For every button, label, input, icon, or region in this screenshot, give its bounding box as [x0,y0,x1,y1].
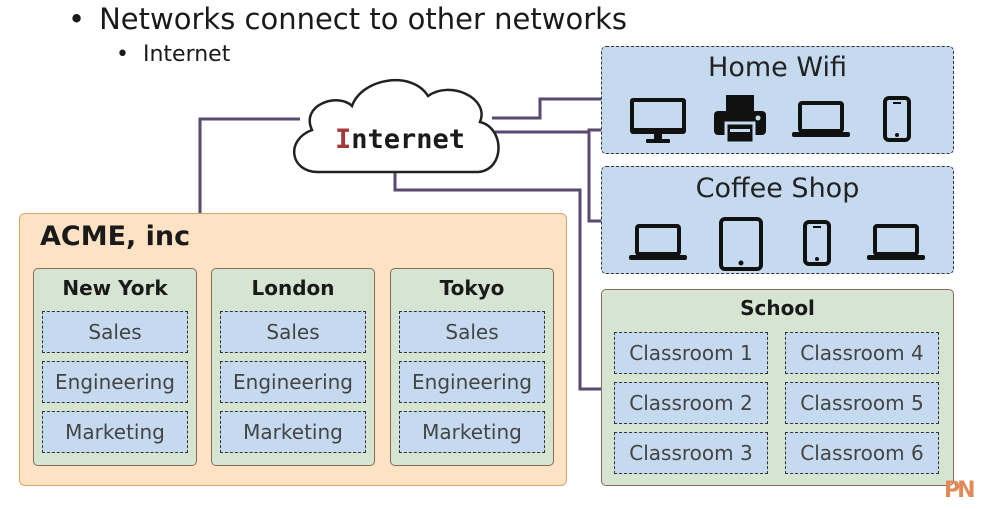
wire-coffee-shop [495,130,601,223]
wire-school [393,170,601,391]
office-title-london: London [251,276,335,300]
smartphone-icon [803,220,831,266]
home-wifi-title: Home Wifi [708,52,847,83]
internet-label-first: I [334,124,352,155]
classroom: Classroom 2 [614,382,768,424]
printer-icon [714,95,766,145]
laptop-icon [792,101,850,137]
dept-marketing: Marketing [399,411,545,453]
bullet-main-text: Networks connect to other networks [99,2,628,36]
smartphone-icon [883,96,911,142]
bullet-marker: • [68,2,86,36]
school-title: School [740,296,815,320]
dept-sales: Sales [399,311,545,353]
internet-cloud [293,79,500,174]
classroom: Classroom 6 [785,432,939,474]
bullet-sub: • Internet [116,42,230,67]
classroom: Classroom 1 [614,332,768,374]
dept-marketing: Marketing [220,411,366,453]
acme-title: ACME, inc [40,221,191,252]
office-title-new-york: New York [62,276,168,300]
dept-marketing: Marketing [42,411,188,453]
bullet-sub-text: Internet [142,42,231,67]
dept-sales: Sales [42,311,188,353]
bullet-marker: • [116,42,129,67]
dept-sales: Sales [220,311,366,353]
dept-engineering: Engineering [42,361,188,403]
dept-engineering: Engineering [399,361,545,403]
classroom: Classroom 3 [614,432,768,474]
classroom: Classroom 5 [785,382,939,424]
internet-label: Internet [300,124,500,155]
wire-acme [198,117,300,213]
tablet-icon [719,217,763,271]
bullet-main: • Networks connect to other networks [68,2,627,36]
desktop-monitor-icon [630,98,686,143]
dept-engineering: Engineering [220,361,366,403]
internet-label-rest: nternet [351,124,466,155]
office-title-tokyo: Tokyo [439,276,505,300]
classroom: Classroom 4 [785,332,939,374]
coffee-shop-title: Coffee Shop [695,173,860,204]
laptop-icon [629,224,687,260]
wire-home-wifi-1 [492,97,601,120]
logo: PN [944,478,976,503]
laptop-icon [867,224,925,260]
